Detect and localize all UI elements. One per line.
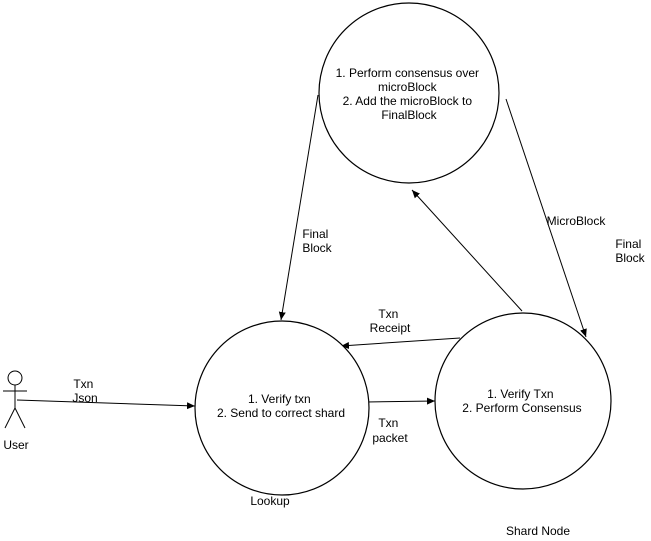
user-to-lookup-line-2: Json <box>72 391 97 405</box>
lookup-line-1: 1. Verify txn <box>248 392 311 406</box>
user-to-lookup-line-1: Txn <box>73 377 93 391</box>
edge-label-consensus-to-lookup: Final Block <box>302 227 332 255</box>
consensus-line-4: FinalBlock <box>381 108 437 122</box>
consensus-node <box>318 2 500 184</box>
shard-node <box>434 312 612 490</box>
edge-shard-to-lookup <box>340 337 461 349</box>
shard-node-caption: Shard Node <box>506 524 570 538</box>
shard-line-2: 2. Perform Consensus <box>462 401 581 415</box>
shard-node-label: 1. Verify Txn 2. Perform Consensus <box>462 387 581 415</box>
edge-lookup-to-shard <box>365 397 436 405</box>
edge-label-shard-to-lookup: Txn Receipt <box>370 307 411 335</box>
edge-shard-to-consensus <box>411 189 523 312</box>
edge-consensus-to-lookup <box>278 94 319 321</box>
final-block-right-line-2: Block <box>615 251 645 265</box>
final-block-right-line-1: Final <box>615 237 641 251</box>
lookup-node-label: 1. Verify txn 2. Send to correct shard <box>217 392 345 420</box>
lookup-to-shard-line-2: packet <box>372 431 408 445</box>
user-label: User <box>3 438 28 452</box>
consensus-line-2: microBlock <box>378 80 438 94</box>
shard-line-1: 1. Verify Txn <box>487 387 553 401</box>
consensus-to-shard-line-1: MicroBlock <box>547 214 607 228</box>
edge-label-lookup-to-shard: Txn packet <box>372 416 408 445</box>
lookup-line-2: 2. Send to correct shard <box>217 406 345 420</box>
edge-label-consensus-to-shard: MicroBlock <box>547 214 607 228</box>
consensus-to-lookup-line-1: Final <box>302 227 328 241</box>
edge-consensus-to-shard <box>505 98 587 338</box>
consensus-line-1: 1. Perform consensus over <box>336 66 479 80</box>
consensus-node-label: 1. Perform consensus over microBlock 2. … <box>336 66 483 122</box>
edge-label-user-to-lookup: Txn Json <box>72 377 97 405</box>
shard-to-lookup-line-2: Receipt <box>370 321 411 335</box>
user-actor-icon <box>3 370 27 429</box>
lookup-node <box>194 320 370 496</box>
lookup-caption: Lookup <box>250 494 290 508</box>
edge-user-to-lookup <box>16 399 196 410</box>
consensus-line-3: 2. Add the microBlock to <box>343 94 473 108</box>
shard-to-lookup-line-1: Txn <box>378 307 398 321</box>
lookup-to-shard-line-1: Txn <box>378 416 398 430</box>
consensus-to-lookup-line-2: Block <box>302 241 332 255</box>
edge-label-final-block-right: Final Block <box>615 237 645 265</box>
